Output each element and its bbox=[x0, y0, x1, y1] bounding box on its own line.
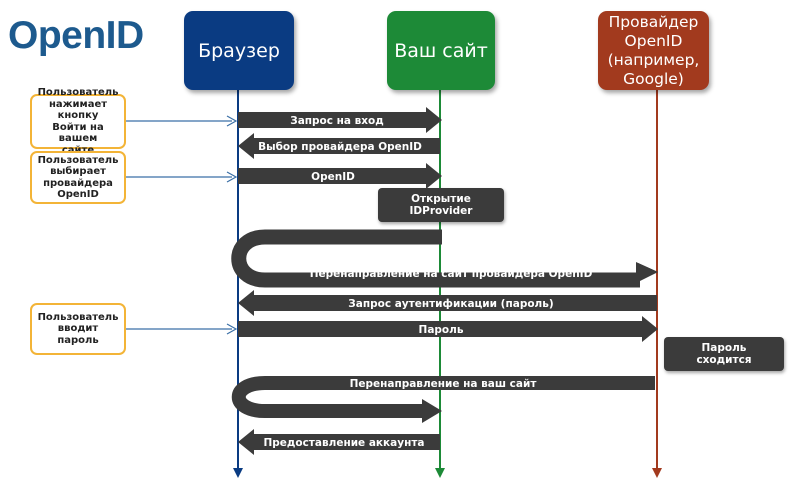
box-password-match: Пароль сходится bbox=[664, 337, 784, 371]
message-openid: OpenID bbox=[238, 163, 442, 189]
actor-your-site: Ваш сайт bbox=[387, 11, 495, 90]
message-password: Пароль bbox=[238, 316, 658, 342]
note-connector-3-arrowhead bbox=[226, 323, 238, 335]
openid-logo: OpenID bbox=[8, 14, 144, 57]
box-open-idprovider: Открытие IDProvider bbox=[378, 188, 504, 222]
note-user-clicks-login: Пользователь нажимает кнопку Войти на ва… bbox=[30, 87, 126, 156]
note-user-selects-provider: Пользователь выбирает провайдера OpenID bbox=[30, 151, 126, 204]
message-grant-account: Предоставление аккаунта bbox=[238, 429, 440, 455]
message-password-label: Пароль bbox=[419, 324, 464, 336]
message-choose-provider: Выбор провайдера OpenID bbox=[238, 133, 440, 159]
message-login-request-label: Запрос на вход bbox=[290, 115, 384, 127]
message-redirect-to-site-label: Перенаправление на ваш сайт bbox=[350, 378, 538, 390]
message-auth-request-label: Запрос аутентификации (пароль) bbox=[348, 298, 553, 310]
message-redirect-to-provider-label: Перенаправление на сайт провайдера OpenI… bbox=[310, 268, 593, 280]
message-auth-request: Запрос аутентификации (пароль) bbox=[238, 290, 657, 316]
actor-browser: Браузер bbox=[184, 11, 294, 90]
message-grant-account-label: Предоставление аккаунта bbox=[263, 437, 424, 449]
message-choose-provider-label: Выбор провайдера OpenID bbox=[258, 141, 422, 153]
actor-openid-provider: Провайдер OpenID (например, Google) bbox=[598, 11, 709, 90]
note-connector-1-arrowhead bbox=[226, 115, 238, 127]
message-redirect-to-site: Перенаправление на ваш сайт bbox=[231, 376, 655, 423]
note-user-enters-password: Пользователь вводит пароль bbox=[30, 303, 126, 355]
note-connector-2-arrowhead bbox=[226, 171, 238, 183]
message-redirect-to-provider: Перенаправление на сайт провайдера OpenI… bbox=[231, 229, 658, 288]
message-login-request: Запрос на вход bbox=[238, 107, 442, 133]
message-openid-label: OpenID bbox=[311, 171, 355, 183]
